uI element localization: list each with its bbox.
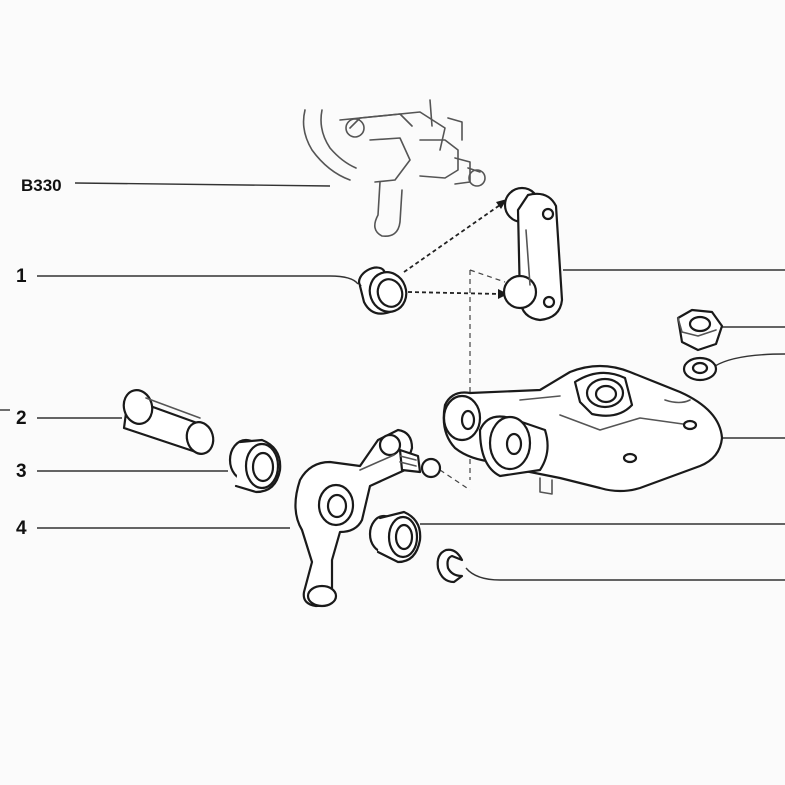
b330-assembly (302, 99, 486, 238)
part-3-bush (228, 438, 282, 494)
part-2-sleeve (122, 389, 215, 455)
bush-lower (368, 510, 422, 564)
leader-1 (37, 275, 359, 285)
label-part-1: 1 (16, 266, 27, 287)
link-arm (502, 186, 564, 322)
part-1-flanged-bush (357, 266, 408, 315)
washer (682, 356, 718, 382)
leader-lines (0, 182, 785, 581)
nut (676, 308, 724, 352)
part-4-lever (294, 428, 442, 608)
label-b330: B330 (21, 176, 62, 195)
label-part-3: 3 (16, 461, 27, 482)
main-housing (442, 364, 724, 495)
label-part-4: 4 (16, 518, 27, 539)
circlip (436, 548, 464, 584)
leader-right-washer (714, 353, 785, 367)
label-part-2: 2 (16, 408, 27, 429)
leader-right-clip (465, 567, 785, 581)
leader-b330 (74, 182, 331, 187)
